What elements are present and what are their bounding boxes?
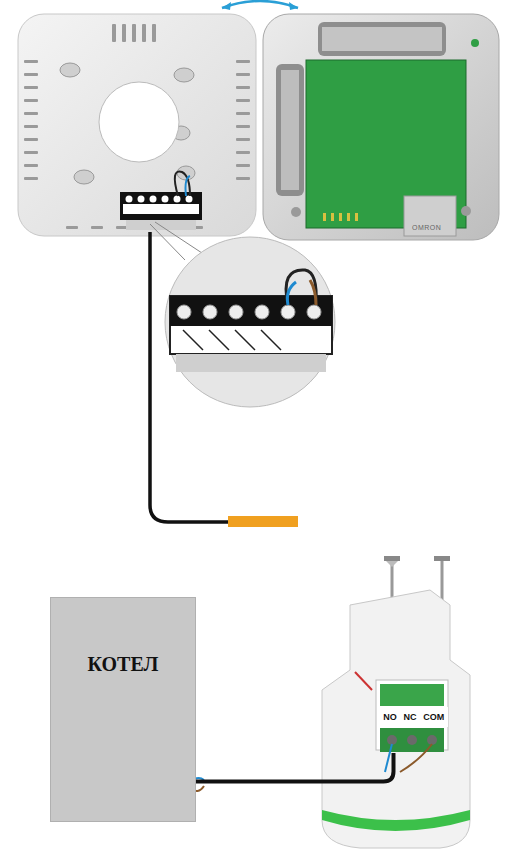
terminal-label: NO <box>383 712 397 722</box>
cable <box>196 753 394 782</box>
terminal-label: COM <box>423 712 444 722</box>
terminal-label: NC <box>403 712 416 722</box>
node-title: КОТЕЛ <box>51 653 195 676</box>
boiler-box: КОТЕЛ <box>50 597 196 822</box>
brand-label: OMRON <box>412 224 441 231</box>
terminal-block: NO NC COM <box>380 707 448 727</box>
